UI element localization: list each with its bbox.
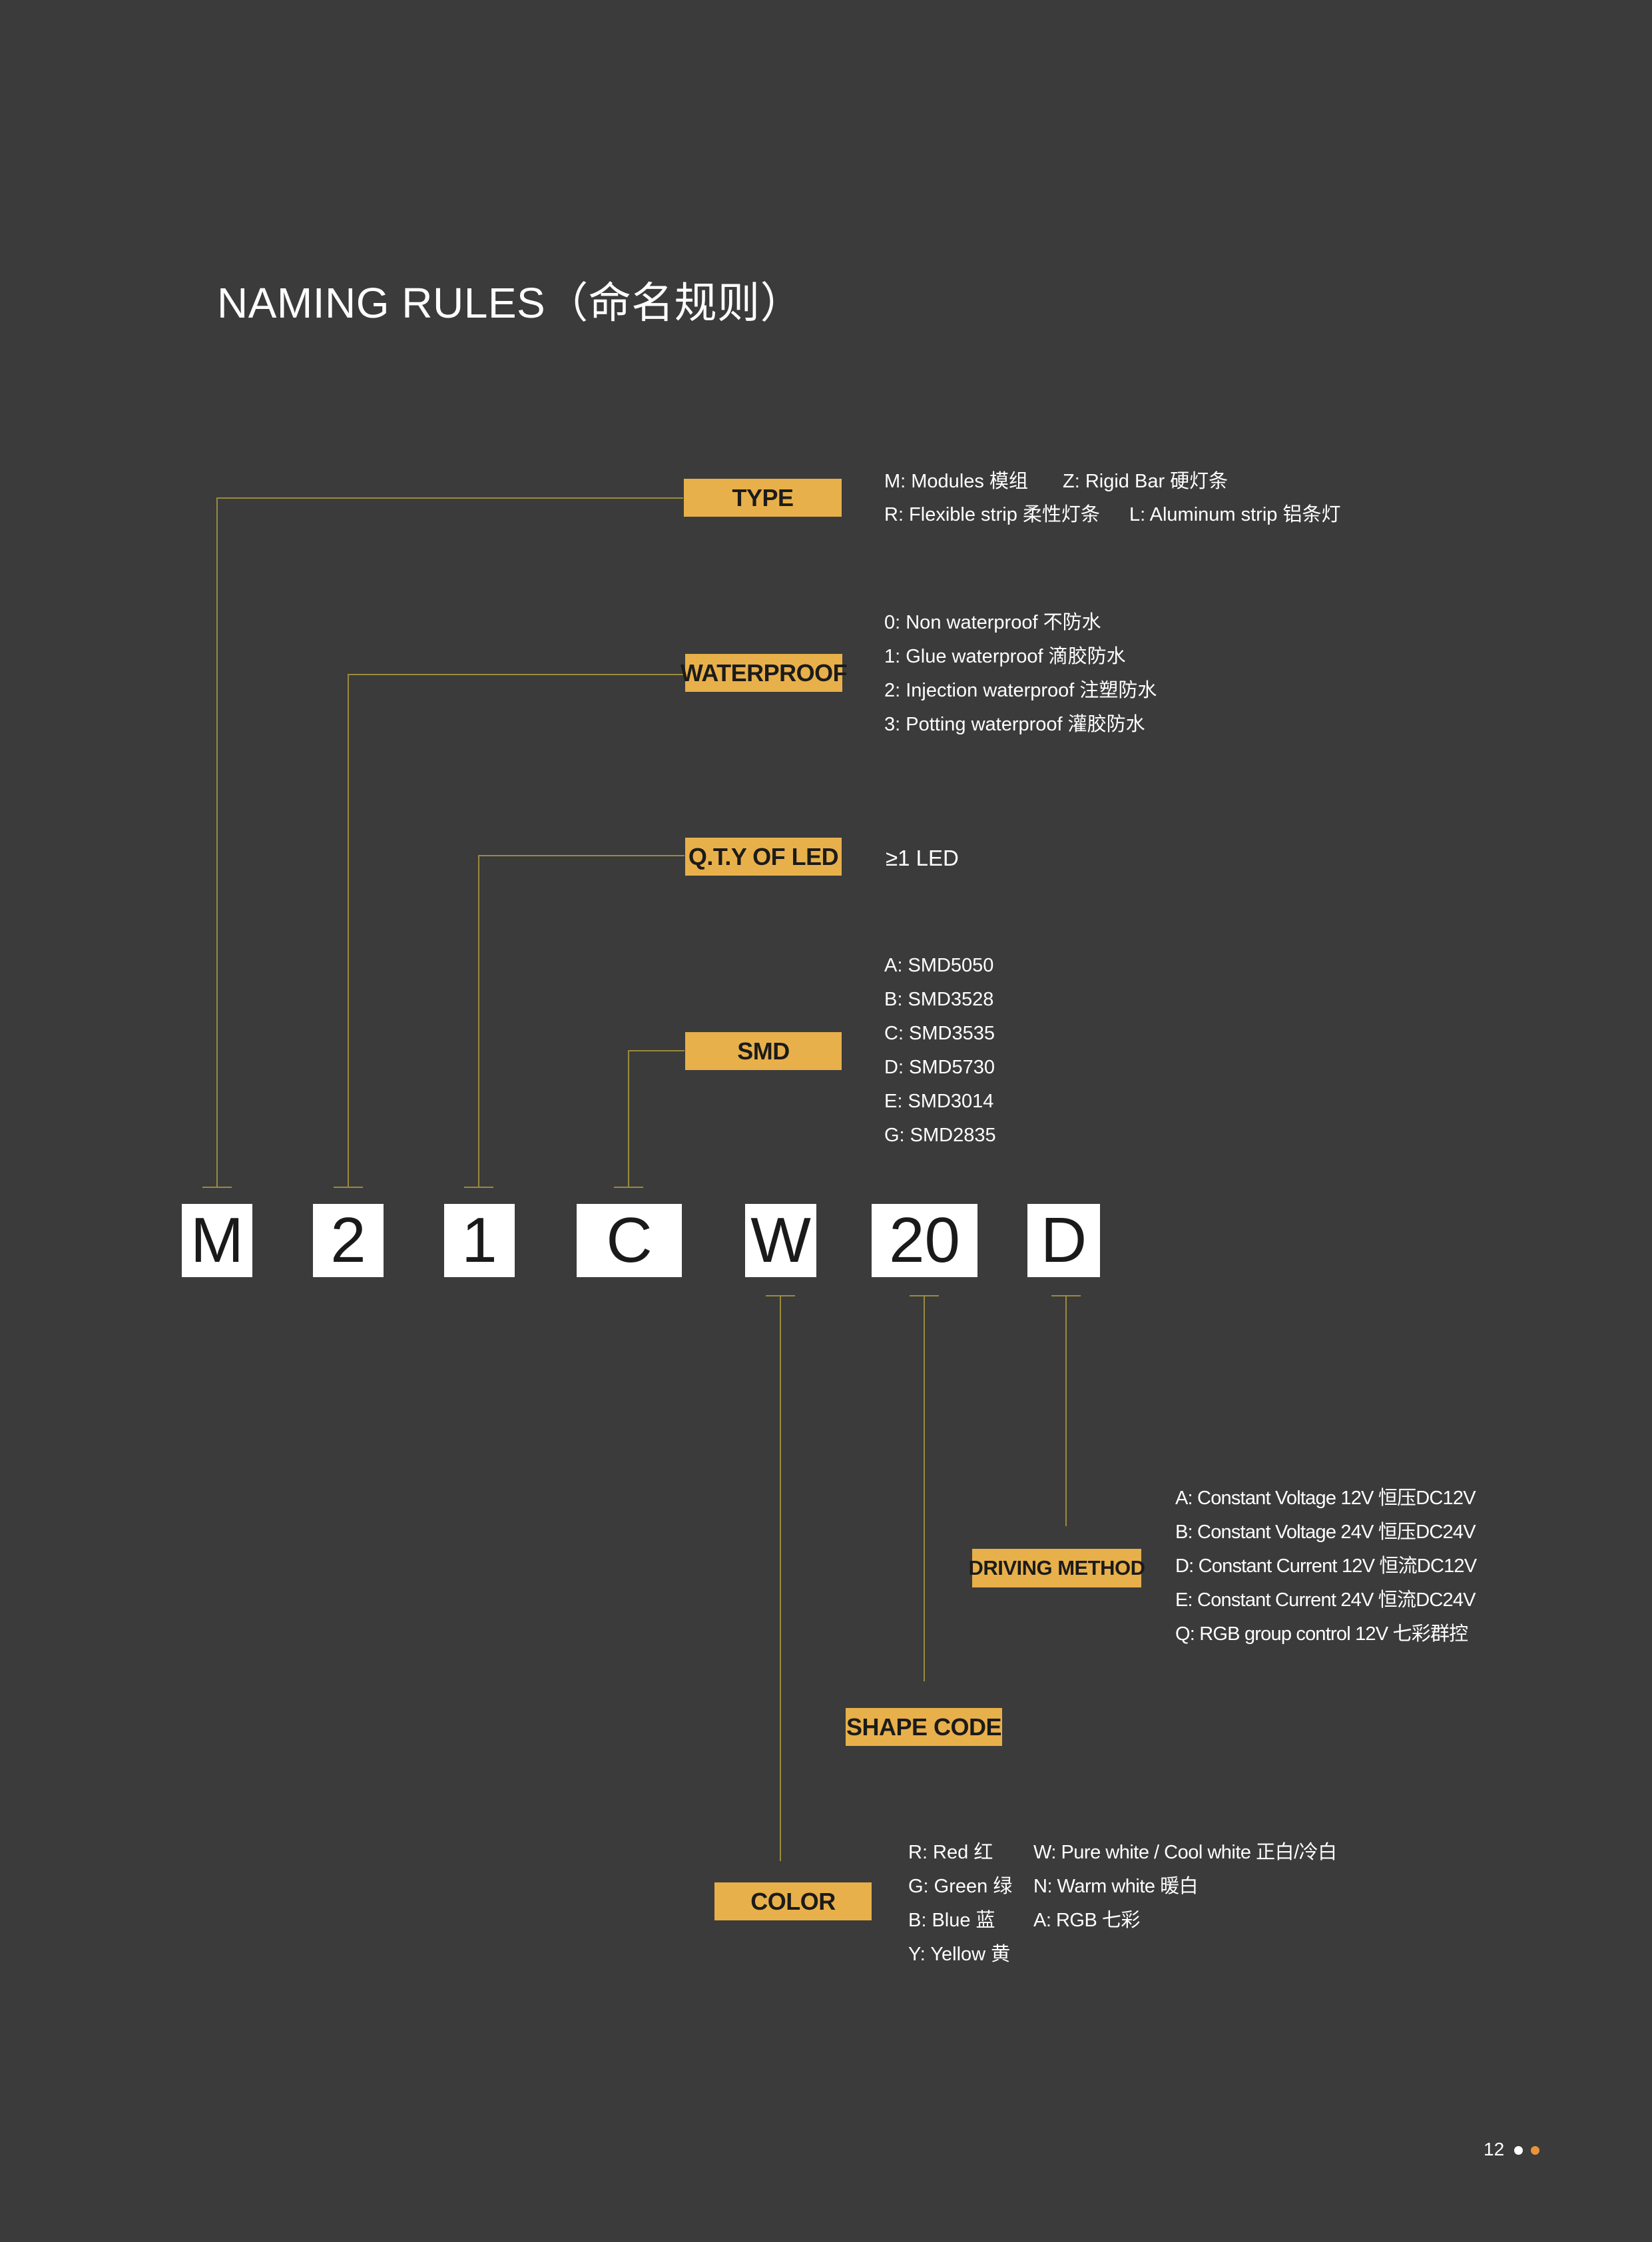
driving-option: B: Constant Voltage 24V 恒压DC24V: [1175, 1522, 1476, 1543]
color-option: A: RGB 七彩: [1033, 1910, 1140, 1931]
shape-code-label: SHAPE CODE: [846, 1708, 1002, 1746]
color-option: B: Blue 蓝: [908, 1910, 995, 1931]
code-segment-qty: 1: [444, 1204, 515, 1277]
type-option-m: M: Modules 模组: [884, 471, 1028, 492]
connector-waterproof: [348, 674, 685, 1187]
waterproof-option: 2: Injection waterproof 注塑防水: [884, 680, 1157, 701]
smd-option: G: SMD2835: [884, 1125, 996, 1146]
page-dot-orange: [1531, 2146, 1539, 2155]
waterproof-option: 0: Non waterproof 不防水: [884, 612, 1101, 633]
code-segment-driving: D: [1027, 1204, 1100, 1277]
page-title: NAMING RULES（命名规则）: [217, 279, 804, 327]
color-description-right: W: Pure white / Cool white 正白/冷白 N: Warm…: [1033, 1836, 1337, 1938]
color-option: Y: Yellow 黄: [908, 1944, 1011, 1965]
color-label: COLOR: [714, 1882, 872, 1920]
driving-option: E: Constant Current 24V 恒流DC24V: [1175, 1589, 1476, 1611]
driving-description: A: Constant Voltage 12V 恒压DC12V B: Const…: [1175, 1482, 1477, 1651]
smd-label: SMD: [685, 1032, 842, 1070]
code-segment-color: W: [745, 1204, 816, 1277]
code-segment-shape: 20: [872, 1204, 977, 1277]
type-label: TYPE: [684, 479, 842, 517]
smd-option: B: SMD3528: [884, 989, 994, 1010]
page-number: 12: [1484, 2139, 1505, 2159]
smd-option: C: SMD3535: [884, 1023, 995, 1044]
color-option: N: Warm white 暖白: [1033, 1876, 1199, 1897]
smd-description: A: SMD5050 B: SMD3528 C: SMD3535 D: SMD5…: [884, 949, 996, 1153]
connector-type: [216, 497, 683, 1187]
connector-smd: [628, 1050, 685, 1187]
driving-option: D: Constant Current 12V 恒流DC12V: [1175, 1555, 1477, 1577]
waterproof-option: 1: Glue waterproof 滴胶防水: [884, 646, 1126, 667]
driving-option: Q: RGB group control 12V 七彩群控: [1175, 1623, 1468, 1645]
code-segment-smd: C: [577, 1204, 682, 1277]
connector-qty: [478, 855, 685, 1187]
color-option: R: Red 红: [908, 1842, 993, 1863]
qty-label: Q.T.Y OF LED: [685, 838, 842, 876]
type-option-r: R: Flexible strip 柔性灯条: [884, 504, 1100, 525]
waterproof-description: 0: Non waterproof 不防水 1: Glue waterproof…: [884, 606, 1157, 742]
page-dot-white: [1514, 2146, 1523, 2155]
waterproof-label: WATERPROOF: [681, 654, 848, 692]
waterproof-option: 3: Potting waterproof 灌胶防水: [884, 714, 1145, 735]
color-option: W: Pure white / Cool white 正白/冷白: [1033, 1842, 1337, 1863]
type-option-z: Z: Rigid Bar 硬灯条: [1063, 471, 1229, 492]
code-segment-type: M: [182, 1204, 252, 1277]
color-description-left: R: Red 红 G: Green 绿 B: Blue 蓝 Y: Yellow …: [908, 1836, 1012, 1972]
qty-description: ≥1 LED: [886, 846, 959, 870]
smd-option: E: SMD3014: [884, 1091, 994, 1112]
smd-option: D: SMD5730: [884, 1057, 995, 1078]
driving-option: A: Constant Voltage 12V 恒压DC12V: [1175, 1488, 1476, 1509]
color-option: G: Green 绿: [908, 1876, 1013, 1897]
code-segment-waterproof: 2: [313, 1204, 384, 1277]
type-option-l: L: Aluminum strip 铝条灯: [1129, 504, 1341, 525]
smd-option: A: SMD5050: [884, 955, 994, 976]
driving-method-label: DRIVING METHOD: [968, 1549, 1145, 1587]
